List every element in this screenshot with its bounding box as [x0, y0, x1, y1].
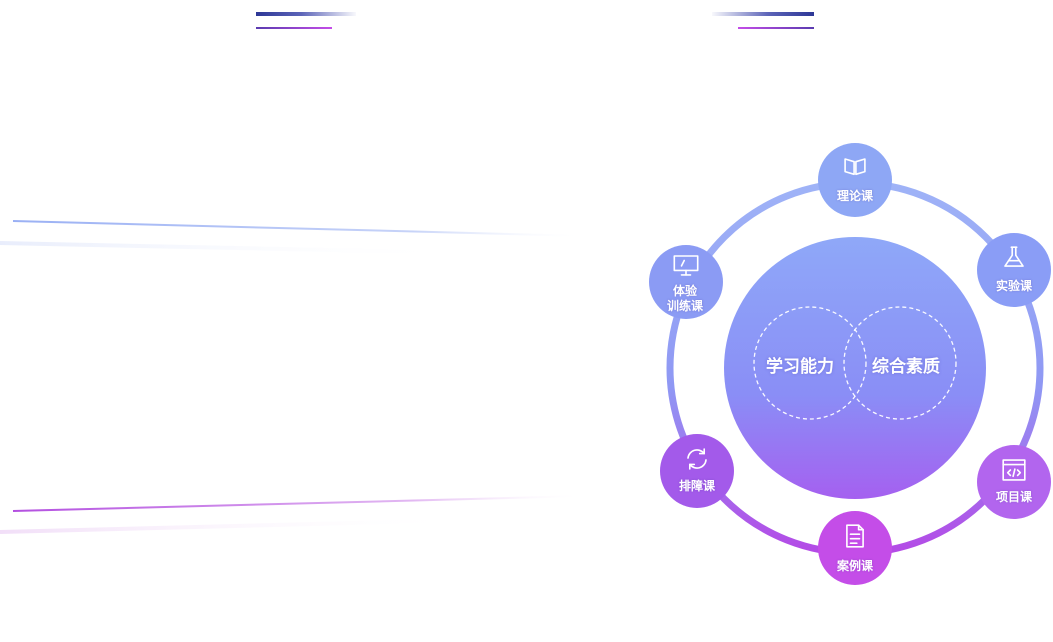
document-icon [846, 524, 864, 548]
node-circle-experience [649, 245, 723, 319]
node-circle-troubleshoot [660, 434, 734, 508]
node-troubleshoot [660, 434, 734, 508]
node-project [977, 445, 1051, 519]
title-bar-right-thick [712, 12, 814, 16]
open-book-icon [844, 158, 866, 176]
title-bar-left-thin [256, 27, 332, 29]
monitor-icon [673, 255, 699, 276]
node-experiment [977, 233, 1051, 307]
node-label-troubleshoot: 排障课 [678, 479, 715, 493]
node-label-theory: 理论课 [836, 189, 873, 203]
title-bar-left-thick [256, 12, 356, 16]
content-frame [0, 220, 586, 534]
node-label-experiment: 实验课 [995, 279, 1032, 293]
node-case [818, 511, 892, 585]
venn-circle-left [753, 306, 867, 420]
node-circle-theory [818, 143, 892, 217]
node-label-project: 项目课 [995, 490, 1032, 504]
node-label-experience-line1: 体验 [672, 284, 697, 298]
center-disc [724, 237, 986, 499]
course-cycle-diagram [649, 143, 1051, 585]
comprehensive-quality-label: 综合素质 [872, 357, 940, 377]
refresh-icon [687, 448, 707, 470]
node-experience [649, 245, 723, 319]
flask-icon [1004, 246, 1024, 267]
node-label-experience-line2: 训练课 [666, 299, 703, 313]
node-circle-experiment [977, 233, 1051, 307]
node-circle-project [977, 445, 1051, 519]
node-theory [818, 143, 892, 217]
venn-circle-right [843, 306, 957, 420]
title-bar-right-thin [738, 27, 814, 29]
node-label-case: 案例课 [836, 559, 873, 573]
node-circle-case [818, 511, 892, 585]
code-window-icon [1002, 459, 1026, 481]
learning-ability-label: 学习能力 [766, 357, 834, 377]
